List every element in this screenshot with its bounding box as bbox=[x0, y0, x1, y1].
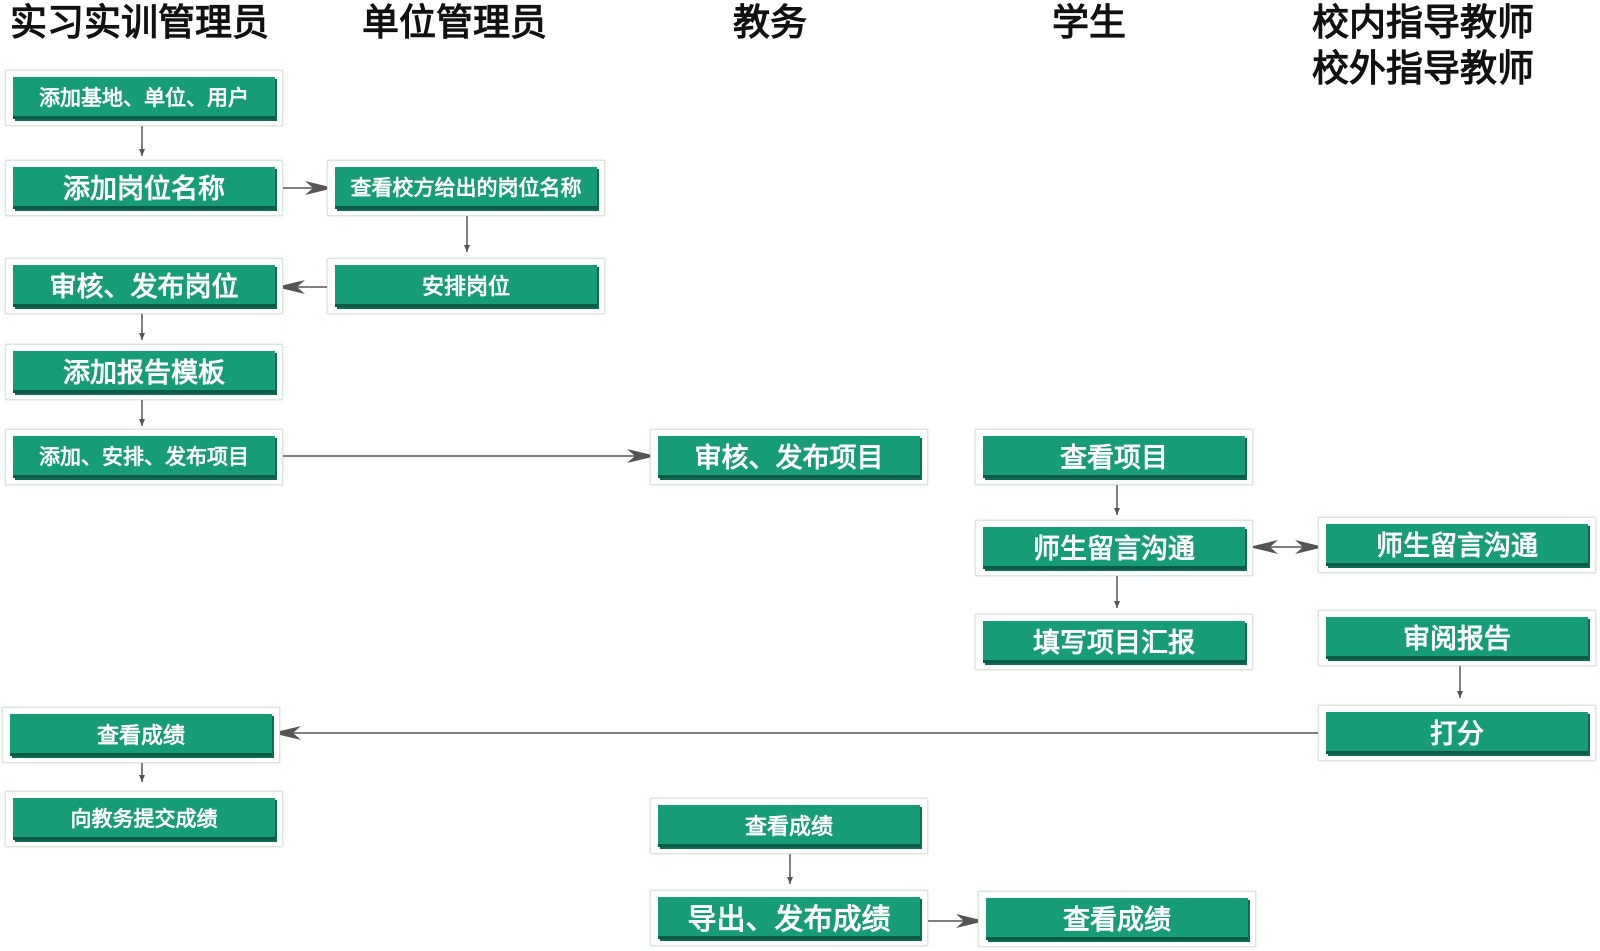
node-fill-project-report[interactable]: 填写项目汇报 bbox=[975, 614, 1253, 670]
node-score-label: 打分 bbox=[1326, 712, 1588, 754]
node-export-publish-score[interactable]: 导出、发布成绩 bbox=[650, 890, 928, 946]
node-add-base[interactable]: 添加基地、单位、用户 bbox=[5, 70, 283, 126]
node-view-post-name[interactable]: 查看校方给出的岗位名称 bbox=[327, 160, 605, 216]
header-academic-affairs: 教务 bbox=[733, 1, 807, 44]
node-arrange-post-label: 安排岗位 bbox=[335, 265, 597, 307]
node-add-report-template-label: 添加报告模板 bbox=[13, 351, 275, 393]
node-add-post-name-label: 添加岗位名称 bbox=[13, 167, 275, 209]
header-external-teacher: 校外指导教师 bbox=[1312, 47, 1534, 90]
node-admin-view-score[interactable]: 查看成绩 bbox=[2, 707, 280, 763]
node-export-publish-score-label: 导出、发布成绩 bbox=[658, 897, 920, 939]
node-add-arrange-publish-project[interactable]: 添加、安排、发布项目 bbox=[5, 429, 283, 485]
header-student: 学生 bbox=[1052, 1, 1126, 44]
node-student-message-label: 师生留言沟通 bbox=[983, 527, 1245, 569]
header-internship-admin: 实习实训管理员 bbox=[10, 1, 269, 44]
node-student-message[interactable]: 师生留言沟通 bbox=[975, 520, 1253, 576]
node-affairs-view-score-label: 查看成绩 bbox=[658, 805, 920, 847]
header-teachers: 校内指导教师 校外指导教师 bbox=[1312, 0, 1534, 92]
node-review-publish-project[interactable]: 审核、发布项目 bbox=[650, 429, 928, 485]
node-arrange-post[interactable]: 安排岗位 bbox=[327, 258, 605, 314]
node-admin-view-score-label: 查看成绩 bbox=[10, 714, 272, 756]
node-student-view-score-label: 查看成绩 bbox=[986, 898, 1248, 940]
node-teacher-message[interactable]: 师生留言沟通 bbox=[1318, 517, 1596, 573]
node-review-report[interactable]: 审阅报告 bbox=[1318, 610, 1596, 666]
header-unit-admin: 单位管理员 bbox=[362, 1, 547, 44]
node-affairs-view-score[interactable]: 查看成绩 bbox=[650, 798, 928, 854]
node-add-base-label: 添加基地、单位、用户 bbox=[13, 77, 275, 119]
node-submit-score-label: 向教务提交成绩 bbox=[13, 798, 275, 840]
node-add-arrange-publish-project-label: 添加、安排、发布项目 bbox=[13, 436, 275, 478]
node-review-report-label: 审阅报告 bbox=[1326, 617, 1588, 659]
node-view-project-label: 查看项目 bbox=[983, 436, 1245, 478]
node-fill-project-report-label: 填写项目汇报 bbox=[983, 621, 1245, 663]
node-review-publish-post-label: 审核、发布岗位 bbox=[13, 265, 275, 307]
header-internal-teacher: 校内指导教师 bbox=[1312, 1, 1534, 44]
node-review-publish-post[interactable]: 审核、发布岗位 bbox=[5, 258, 283, 314]
node-view-post-name-label: 查看校方给出的岗位名称 bbox=[335, 167, 597, 209]
node-student-view-score[interactable]: 查看成绩 bbox=[978, 891, 1256, 947]
node-score[interactable]: 打分 bbox=[1318, 705, 1596, 761]
node-add-report-template[interactable]: 添加报告模板 bbox=[5, 344, 283, 400]
node-review-publish-project-label: 审核、发布项目 bbox=[658, 436, 920, 478]
node-submit-score[interactable]: 向教务提交成绩 bbox=[5, 791, 283, 847]
node-teacher-message-label: 师生留言沟通 bbox=[1326, 524, 1588, 566]
node-view-project[interactable]: 查看项目 bbox=[975, 429, 1253, 485]
node-add-post-name[interactable]: 添加岗位名称 bbox=[5, 160, 283, 216]
